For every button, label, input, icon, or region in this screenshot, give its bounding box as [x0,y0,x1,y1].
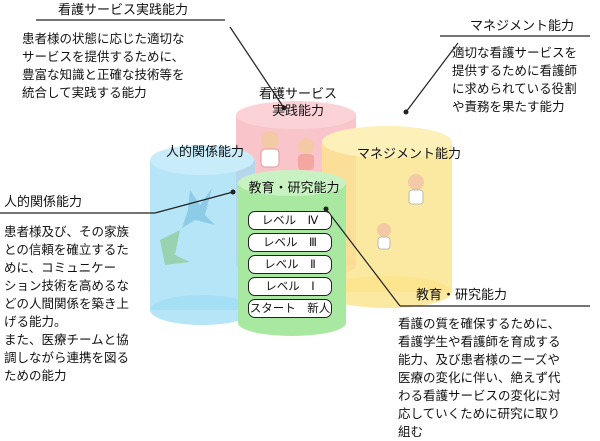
nurse-illustration [260,131,314,170]
cylinder-label-nursing-practice: 看護サービス 実践能力 [258,87,337,119]
level-box: レベル Ⅰ [248,277,332,296]
heading-nursing-practice: 看護サービス実践能力 [58,3,189,18]
doctor-illustration [377,174,424,250]
level-box: レベル Ⅱ [248,255,332,274]
heading-management: マネジメント能力 [470,19,575,34]
heading-interpersonal: 人的関係能力 [4,195,83,210]
cylinder-management [322,126,452,308]
description-education-research: 看護の質を確保するために、 看護学生や看護師を育成する 能力、及び患者様のニーズ… [398,316,561,439]
cylinder-interpersonal [150,145,255,325]
level-box: レベル Ⅲ [248,233,332,252]
level-box: スタート 新人 [248,299,332,318]
heading-education-research: 教育・研究能力 [416,288,508,303]
cylinder-label-management: マネジメント能力 [356,147,461,162]
level-box: レベル Ⅳ [248,211,332,230]
description-management: 適切な看護サービスを 提供するために看護師 に求められている役割 や責務を果たす… [452,45,578,114]
description-interpersonal: 患者様及び、その家族 との信頼を確立するた めに、コミュニケー ション技術を高め… [4,224,130,383]
description-nursing-practice: 患者様の状態に応じた適切な サービスを提供するために、 豊富な知識と正確な技術等… [22,31,185,100]
cylinder-label-interpersonal: 人的関係能力 [165,145,244,160]
cylinder-label-education-research: 教育・研究能力 [248,181,340,196]
